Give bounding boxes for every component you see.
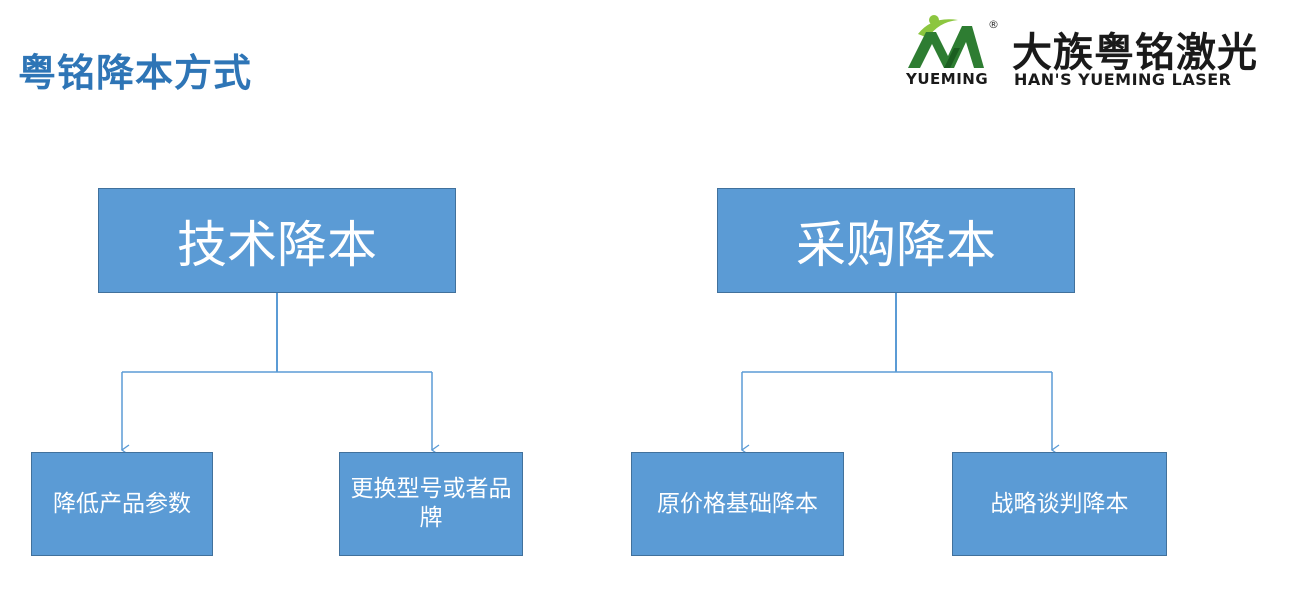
node-change-model-or-brand: 更换型号或者品牌 bbox=[339, 452, 523, 556]
node-lower-product-parameters: 降低产品参数 bbox=[31, 452, 213, 556]
node-procurement-cost-reduction: 采购降本 bbox=[717, 188, 1075, 293]
registered-mark: ® bbox=[988, 18, 999, 31]
logo-chinese-name: 大族粤铭激光 bbox=[1012, 30, 1258, 76]
node-reduce-on-original-price: 原价格基础降本 bbox=[631, 452, 844, 556]
company-logo: ® YUEMING 大族粤铭激光 HAN'S YUEMING LASER bbox=[904, 12, 1274, 90]
logo-english-name: HAN'S YUEMING LASER bbox=[1014, 70, 1232, 89]
node-strategic-negotiation: 战略谈判降本 bbox=[952, 452, 1167, 556]
page-title: 粤铭降本方式 bbox=[18, 51, 253, 95]
logo-mark-icon bbox=[908, 15, 984, 68]
logo-subtext: YUEMING bbox=[906, 70, 989, 88]
node-technical-cost-reduction: 技术降本 bbox=[98, 188, 456, 293]
